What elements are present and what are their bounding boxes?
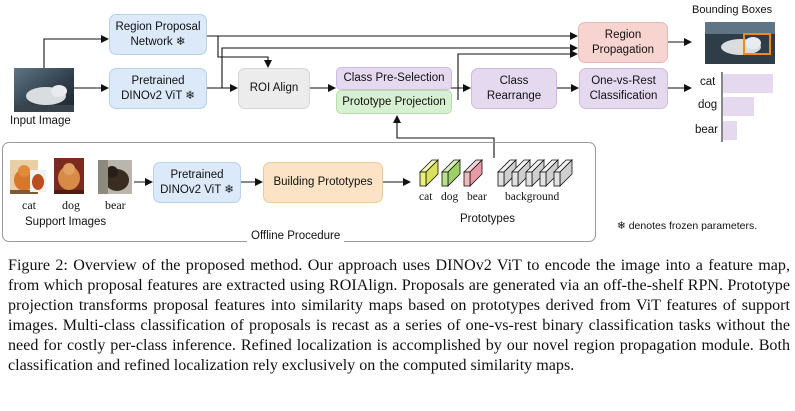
score-label-cat: cat [700, 76, 716, 88]
region-propagation-box: Region Propagation [578, 22, 668, 63]
arrow-rpn-to-roi [217, 36, 272, 68]
ovr-classification-box: One-vs-Rest Classification [579, 68, 668, 109]
bounding-boxes-picture [705, 22, 775, 64]
vit-top-box: Pretrained DINOv2 ViT ❄ [109, 68, 207, 109]
input-image-picture [14, 68, 74, 112]
figure-caption: Figure 2: Overview of the proposed metho… [8, 257, 790, 374]
building-prototypes-box: Building Prototypes [263, 162, 383, 203]
input-image-label: Input Image [10, 115, 71, 127]
class-rearrange-box: Class Rearrange [471, 68, 557, 109]
support-image-cat-2 [30, 170, 46, 192]
input-image [14, 68, 74, 112]
prototype-projection-box: Prototype Projection [336, 90, 452, 114]
roi-align-box: ROI Align [238, 68, 310, 109]
bounding-boxes-label: Bounding Boxes [692, 4, 773, 16]
arrow-projection-to-propagation [457, 50, 578, 100]
vit-bottom-box: Pretrained DINOv2 ViT ❄ [153, 162, 241, 203]
arrow-input-to-rpn [43, 35, 109, 68]
prototype-label-cat: cat [419, 191, 433, 203]
bear-picture [98, 160, 132, 194]
rpn-box: Region Proposal Network ❄ [109, 14, 207, 55]
prototype-label-background: background [505, 191, 560, 203]
bounding-boxes-image [705, 22, 775, 64]
support-image-dog [54, 158, 84, 194]
support-label-bear: bear [105, 198, 126, 212]
prototype-background [497, 159, 573, 187]
support-image-cat [10, 160, 38, 194]
support-label-cat: cat [22, 198, 36, 212]
support-label-dog: dog [62, 198, 80, 212]
prototypes-label: Prototypes [460, 213, 515, 225]
support-images-label: Support Images [25, 216, 107, 228]
cat-picture-2 [30, 170, 46, 192]
score-bar-dog [723, 97, 754, 116]
dog-picture [54, 158, 84, 194]
prototypes-stack [419, 159, 573, 187]
offline-procedure-label: Offline Procedure [247, 230, 345, 242]
prototype-cat [419, 159, 439, 187]
prototype-label-dog: dog [441, 191, 459, 203]
prototype-label-bear: bear [467, 191, 487, 203]
prototype-dog [441, 159, 461, 187]
class-preselection-box: Class Pre-Selection [336, 67, 452, 90]
frozen-note: ❄ denotes frozen parameters. [617, 220, 758, 232]
score-label-bear: bear [695, 124, 719, 136]
support-image-bear [98, 160, 132, 194]
arrow-prototypes-to-projection [393, 115, 495, 158]
score-label-dog: dog [698, 99, 718, 111]
score-bar-cat [723, 74, 773, 93]
diagram-arrows [43, 32, 723, 186]
score-bar-bear [723, 121, 737, 140]
prototype-bear [463, 159, 483, 187]
cat-picture [10, 160, 38, 194]
arrow-vit-to-propagation [221, 44, 578, 88]
